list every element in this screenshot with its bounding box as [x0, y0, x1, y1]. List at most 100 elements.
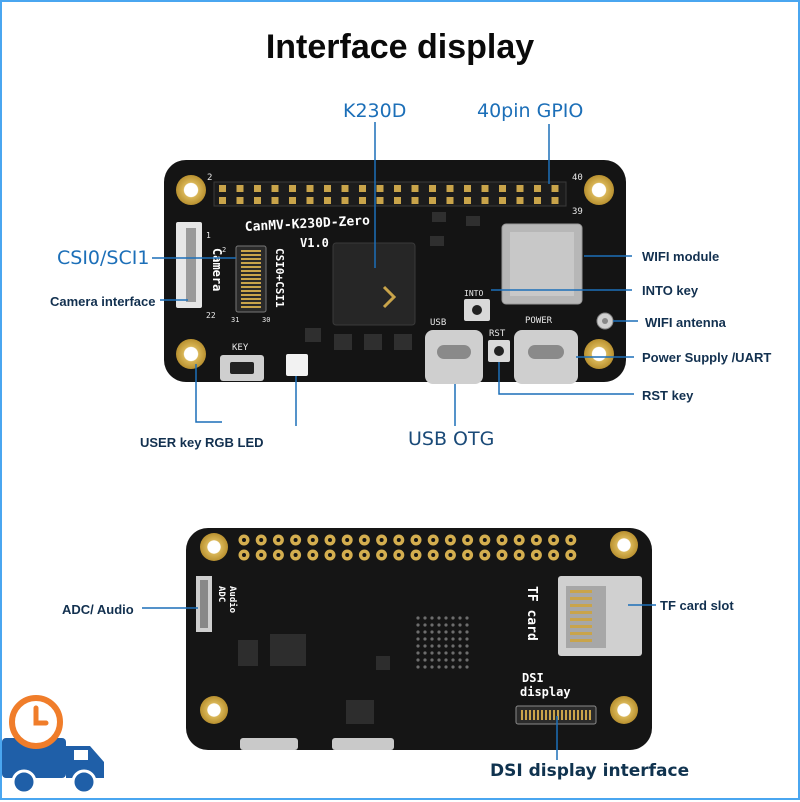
gpio-pad-hole [293, 553, 298, 557]
bga-pad [423, 665, 427, 669]
gpio-pad-hole [242, 553, 246, 557]
bga-pad [437, 644, 441, 648]
bga-pad [451, 637, 455, 641]
csi-pad [241, 306, 261, 308]
csi-pad [241, 290, 261, 292]
bga-pad [423, 637, 427, 641]
leader-user-key [195, 364, 222, 423]
bga-pad [423, 623, 427, 627]
bga-pad [416, 644, 420, 648]
gpio-pad-hole [310, 538, 315, 542]
bga-pad [465, 644, 469, 648]
csi-connector-pads [241, 250, 261, 308]
gpio-pad-hole [414, 538, 418, 542]
bga-pad [444, 623, 448, 627]
gpio-pad-hole [345, 538, 350, 542]
silk-pin-39: 39 [572, 207, 583, 217]
gpio-pad-hole [465, 538, 470, 542]
silk-adc: ADC [216, 586, 226, 602]
gpio-pad-hole [328, 553, 332, 557]
mount-hole [176, 339, 206, 369]
bga-pad [444, 665, 448, 669]
dsi-pad [537, 710, 539, 720]
mount-hole [200, 696, 228, 724]
csi-pad [241, 258, 261, 260]
gpio-pad-hole [431, 538, 436, 542]
dsi-pad [573, 710, 575, 720]
dsi-pad [581, 710, 583, 720]
gpio-pin [464, 197, 471, 204]
gpio-pin [516, 197, 524, 204]
gpio-pin [341, 197, 349, 204]
bga-pad [430, 637, 434, 641]
silk-fpc-22: 22 [206, 311, 216, 320]
silk-pin-40: 40 [572, 173, 583, 183]
gpio-pin [394, 197, 401, 204]
gpio-pad-hole [362, 553, 367, 557]
bga-pad [458, 616, 462, 620]
bga-pad [451, 616, 455, 620]
csi-pad [241, 262, 261, 264]
bga-pad [423, 630, 427, 634]
mount-hole [610, 696, 638, 724]
label-camera-interface: Camera interface [50, 294, 156, 309]
bga-pad [465, 658, 469, 662]
bga-pad [437, 630, 441, 634]
gpio-pad-hole [293, 538, 298, 542]
csi-pad [241, 254, 261, 256]
bga-pad [416, 658, 420, 662]
mount-hole [200, 533, 228, 561]
bga-pad [451, 658, 455, 662]
tf-pin [570, 625, 592, 628]
silk-camera: Camera [210, 248, 224, 291]
gpio-pin [429, 185, 436, 192]
gpio-pin [534, 185, 541, 192]
silk-csi-vertical: CSI0+CSI1 [273, 248, 286, 308]
dsi-pad [541, 710, 543, 720]
gpio-pin [429, 197, 436, 204]
gpio-pad-hole [259, 538, 264, 542]
bga-pad [423, 616, 427, 620]
csi-pad [241, 278, 261, 280]
gpio-pin [359, 185, 366, 192]
gpio-pin [236, 185, 244, 192]
dsi-pad [549, 710, 551, 720]
gpio-pad-hole [379, 538, 384, 542]
tf-pin [570, 604, 592, 607]
label-wifi-antenna: WIFI antenna [645, 315, 726, 330]
gpio-pin [481, 185, 489, 192]
gpio-pin [411, 197, 419, 204]
bga-pad [437, 637, 441, 641]
dsi-pad [565, 710, 567, 720]
silk-fpc-1: 1 [206, 231, 211, 240]
gpio-pin [289, 185, 296, 192]
bga-pad [423, 651, 427, 655]
bga-pad [430, 630, 434, 634]
gpio-pin [236, 197, 244, 204]
mount-hole [584, 175, 614, 205]
label-csi: CSI0/SCI1 [57, 247, 150, 269]
dsi-pad [533, 710, 535, 720]
csi-pad [241, 274, 261, 276]
gpio-pad-hole [534, 553, 539, 557]
gpio-pad-hole [465, 553, 470, 557]
gpio-pad-hole [396, 553, 401, 557]
bga-pad [444, 630, 448, 634]
bga-pad [465, 623, 469, 627]
bga-pad [416, 616, 420, 620]
bga-pad [430, 665, 434, 669]
bga-pad [437, 623, 441, 627]
gpio-pin [551, 185, 559, 192]
gpio-pin [394, 185, 401, 192]
silk-fpc-2: 2 [222, 246, 226, 254]
dsi-pad [529, 710, 531, 720]
gpio-pad-hole [276, 538, 281, 542]
bga-pad [451, 623, 455, 627]
gpio-pad-hole [568, 538, 573, 542]
gpio-pad-hole [551, 553, 556, 557]
mount-hole [176, 175, 206, 205]
gpio-pad-hole [345, 553, 350, 557]
gpio-pad-hole [276, 553, 281, 557]
gpio-pin [551, 197, 559, 204]
